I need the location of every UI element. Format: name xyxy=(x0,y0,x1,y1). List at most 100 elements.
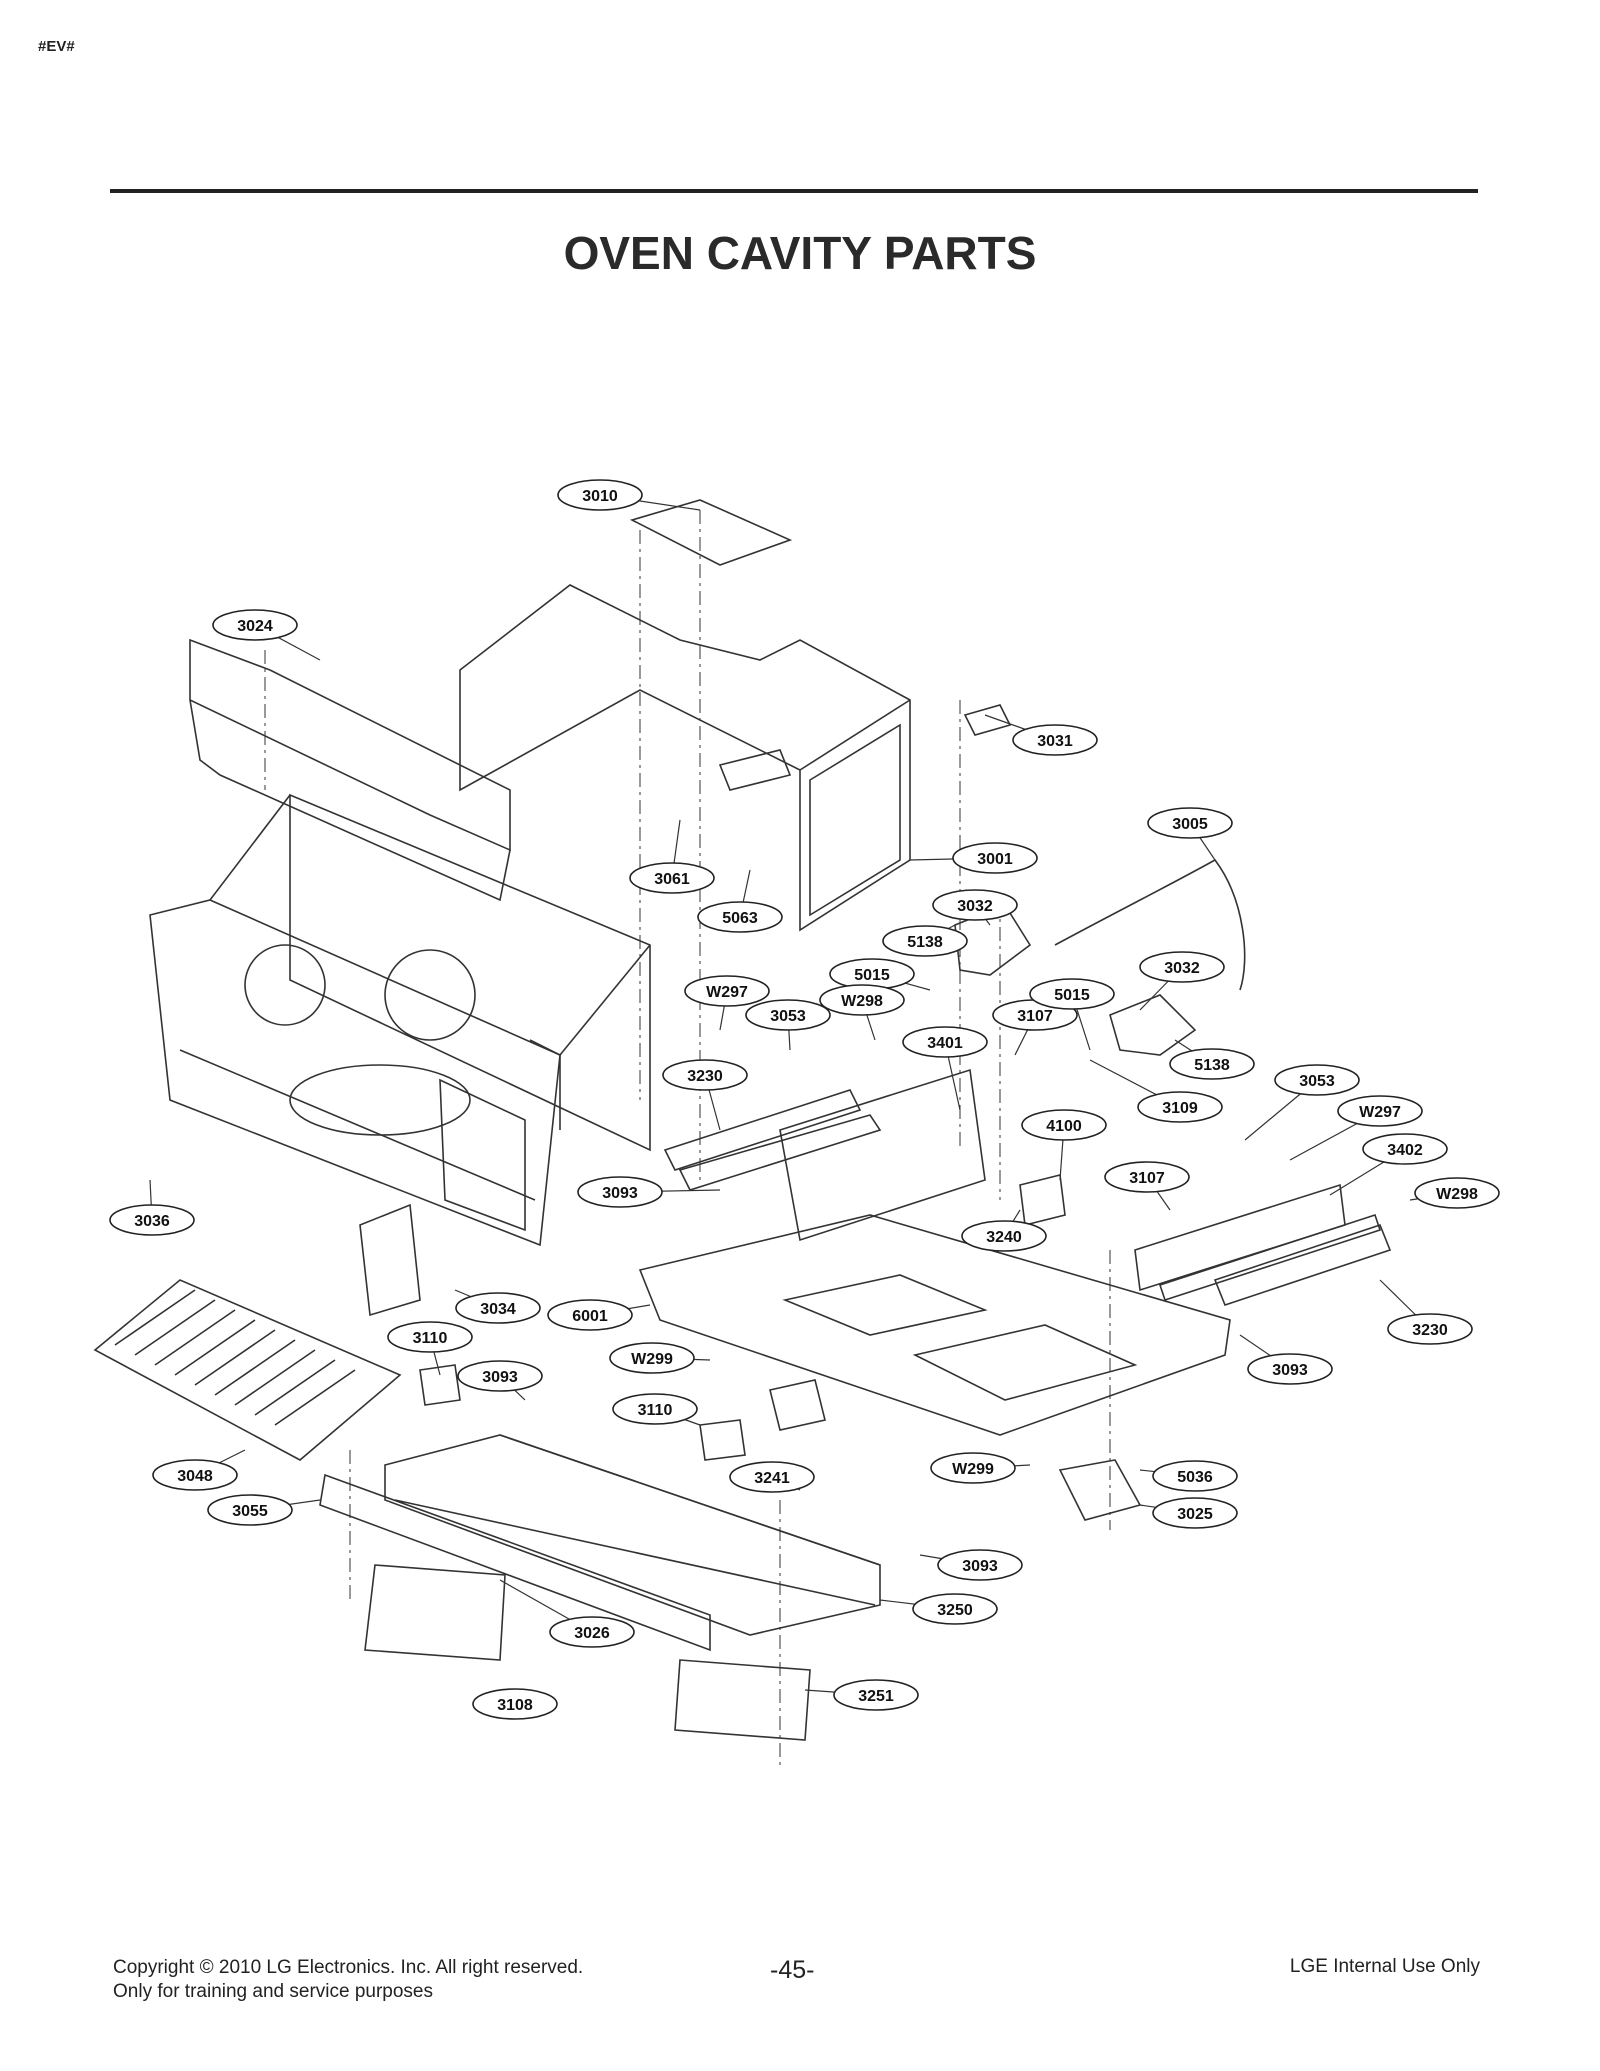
part-callout: 3250 xyxy=(879,1593,998,1625)
part-callout: 5063 xyxy=(697,869,783,933)
part-number-label: 3093 xyxy=(482,1369,518,1386)
part-number-label: 3031 xyxy=(1037,733,1073,750)
part-callout: W298 xyxy=(819,984,905,1041)
callout-bubble xyxy=(1029,978,1115,1010)
footer-internal-note: LGE Internal Use Only xyxy=(1289,1956,1480,1977)
page-title: OVEN CAVITY PARTS xyxy=(563,227,1037,279)
part-callout: 3048 xyxy=(152,1449,246,1491)
part-number-label: 3107 xyxy=(1129,1170,1165,1187)
part-number-label: 3230 xyxy=(1412,1322,1448,1339)
callout-bubble xyxy=(1169,1048,1255,1080)
callout-bubble xyxy=(912,1593,998,1625)
callout-bubble xyxy=(1362,1133,1448,1165)
part-number-label: W299 xyxy=(631,1351,673,1368)
part-callout: 5138 xyxy=(882,924,968,957)
part-number-label: 3402 xyxy=(1387,1142,1423,1159)
part-number-label: 5138 xyxy=(907,934,943,951)
callout-bubble xyxy=(1152,1497,1238,1529)
part-number-label: 3055 xyxy=(232,1503,268,1520)
part-callout: 5015 xyxy=(829,958,931,991)
part-callout: 3053 xyxy=(1244,1064,1360,1141)
part-callout: 3031 xyxy=(984,714,1098,756)
part-callout: W299 xyxy=(930,1452,1031,1484)
part-number-label: 3005 xyxy=(1172,816,1208,833)
part-number-label: W299 xyxy=(952,1461,994,1478)
part-callout: 3034 xyxy=(454,1289,541,1324)
part-callout: 3093 xyxy=(919,1549,1023,1581)
callout-bubble xyxy=(930,1452,1016,1484)
part-callout: 3010 xyxy=(557,479,701,511)
callout-bubble xyxy=(1021,1109,1107,1141)
part-number-label: 3109 xyxy=(1162,1100,1198,1117)
part-callout: 3240 xyxy=(961,1209,1047,1252)
callout-bubble xyxy=(1414,1177,1500,1209)
callout-bubble xyxy=(684,975,770,1007)
part-callout: W298 xyxy=(1409,1177,1500,1209)
part-callout: 3036 xyxy=(109,1179,195,1236)
part-number-label: 3001 xyxy=(977,851,1013,868)
callout-bubble xyxy=(609,1342,695,1374)
part-callout: 3001 xyxy=(909,842,1038,874)
callout-bubble xyxy=(937,1549,1023,1581)
footer-copyright: Copyright © 2010 LG Electronics. Inc. Al… xyxy=(113,1956,583,2004)
callout-bubble xyxy=(882,925,968,957)
part-number-label: 3036 xyxy=(134,1213,170,1230)
callout-bubble xyxy=(1387,1313,1473,1345)
part-number-label: W298 xyxy=(841,993,883,1010)
callout-bubble xyxy=(1137,1091,1223,1123)
part-number-label: 3010 xyxy=(582,488,618,505)
callout-bubble xyxy=(629,862,715,894)
part-number-label: 3241 xyxy=(754,1470,790,1487)
part-callout: 3401 xyxy=(902,1026,988,1111)
part-callout: 3107 xyxy=(1104,1161,1190,1211)
part-number-label: 3230 xyxy=(687,1068,723,1085)
part-number-label: 6001 xyxy=(572,1308,608,1325)
callout-bubble xyxy=(387,1321,473,1353)
part-callout: 3402 xyxy=(1329,1133,1448,1196)
part-callout: W297 xyxy=(1289,1095,1423,1161)
copyright-line: Copyright © 2010 LG Electronics. Inc. Al… xyxy=(113,1957,584,1978)
part-number-label: W297 xyxy=(706,984,748,1001)
callout-bubble xyxy=(547,1299,633,1331)
part-number-label: 3025 xyxy=(1177,1506,1213,1523)
part-callout: 3110 xyxy=(387,1321,473,1376)
part-callout: 3110 xyxy=(612,1393,701,1426)
callout-bubble xyxy=(472,1688,558,1720)
part-callout: 3055 xyxy=(207,1494,321,1526)
part-callout: 4100 xyxy=(1021,1109,1107,1181)
callout-bubble xyxy=(932,889,1018,921)
part-callout: W297 xyxy=(684,975,770,1031)
callout-bubble xyxy=(1104,1161,1190,1193)
part-number-label: 3093 xyxy=(1272,1362,1308,1379)
callout-bubble xyxy=(612,1393,698,1425)
part-callout: 3053 xyxy=(745,999,831,1051)
part-callout: 3241 xyxy=(729,1461,815,1493)
part-callout: 3109 xyxy=(1089,1059,1223,1123)
part-callout: 3061 xyxy=(629,819,715,894)
part-callout: 3032 xyxy=(932,889,1018,926)
callout-bubble xyxy=(961,1220,1047,1252)
callout-bubble xyxy=(212,609,298,641)
callout-bubble xyxy=(457,1360,543,1392)
part-number-label: 3108 xyxy=(497,1697,533,1714)
part-number-label: 3048 xyxy=(177,1468,213,1485)
callout-bubble xyxy=(902,1026,988,1058)
part-number-label: 3240 xyxy=(986,1229,1022,1246)
callout-bubble xyxy=(207,1494,293,1526)
callout-bubble xyxy=(697,901,783,933)
part-callout: 5015 xyxy=(1029,978,1115,1051)
part-callout: 3032 xyxy=(1139,951,1225,1011)
part-callout: 3093 xyxy=(577,1176,721,1208)
part-callout: 3093 xyxy=(457,1360,543,1401)
callout-bubble xyxy=(662,1059,748,1091)
part-number-label: 3251 xyxy=(858,1688,894,1705)
callout-bubble xyxy=(952,842,1038,874)
part-number-label: 5138 xyxy=(1194,1057,1230,1074)
part-callout: 3005 xyxy=(1147,807,1233,861)
part-callout: 5036 xyxy=(1139,1460,1238,1492)
callout-bubble xyxy=(1337,1095,1423,1127)
callout-bubble xyxy=(833,1679,919,1711)
part-number-label: 5063 xyxy=(722,910,758,927)
part-number-label: 3061 xyxy=(654,871,690,888)
